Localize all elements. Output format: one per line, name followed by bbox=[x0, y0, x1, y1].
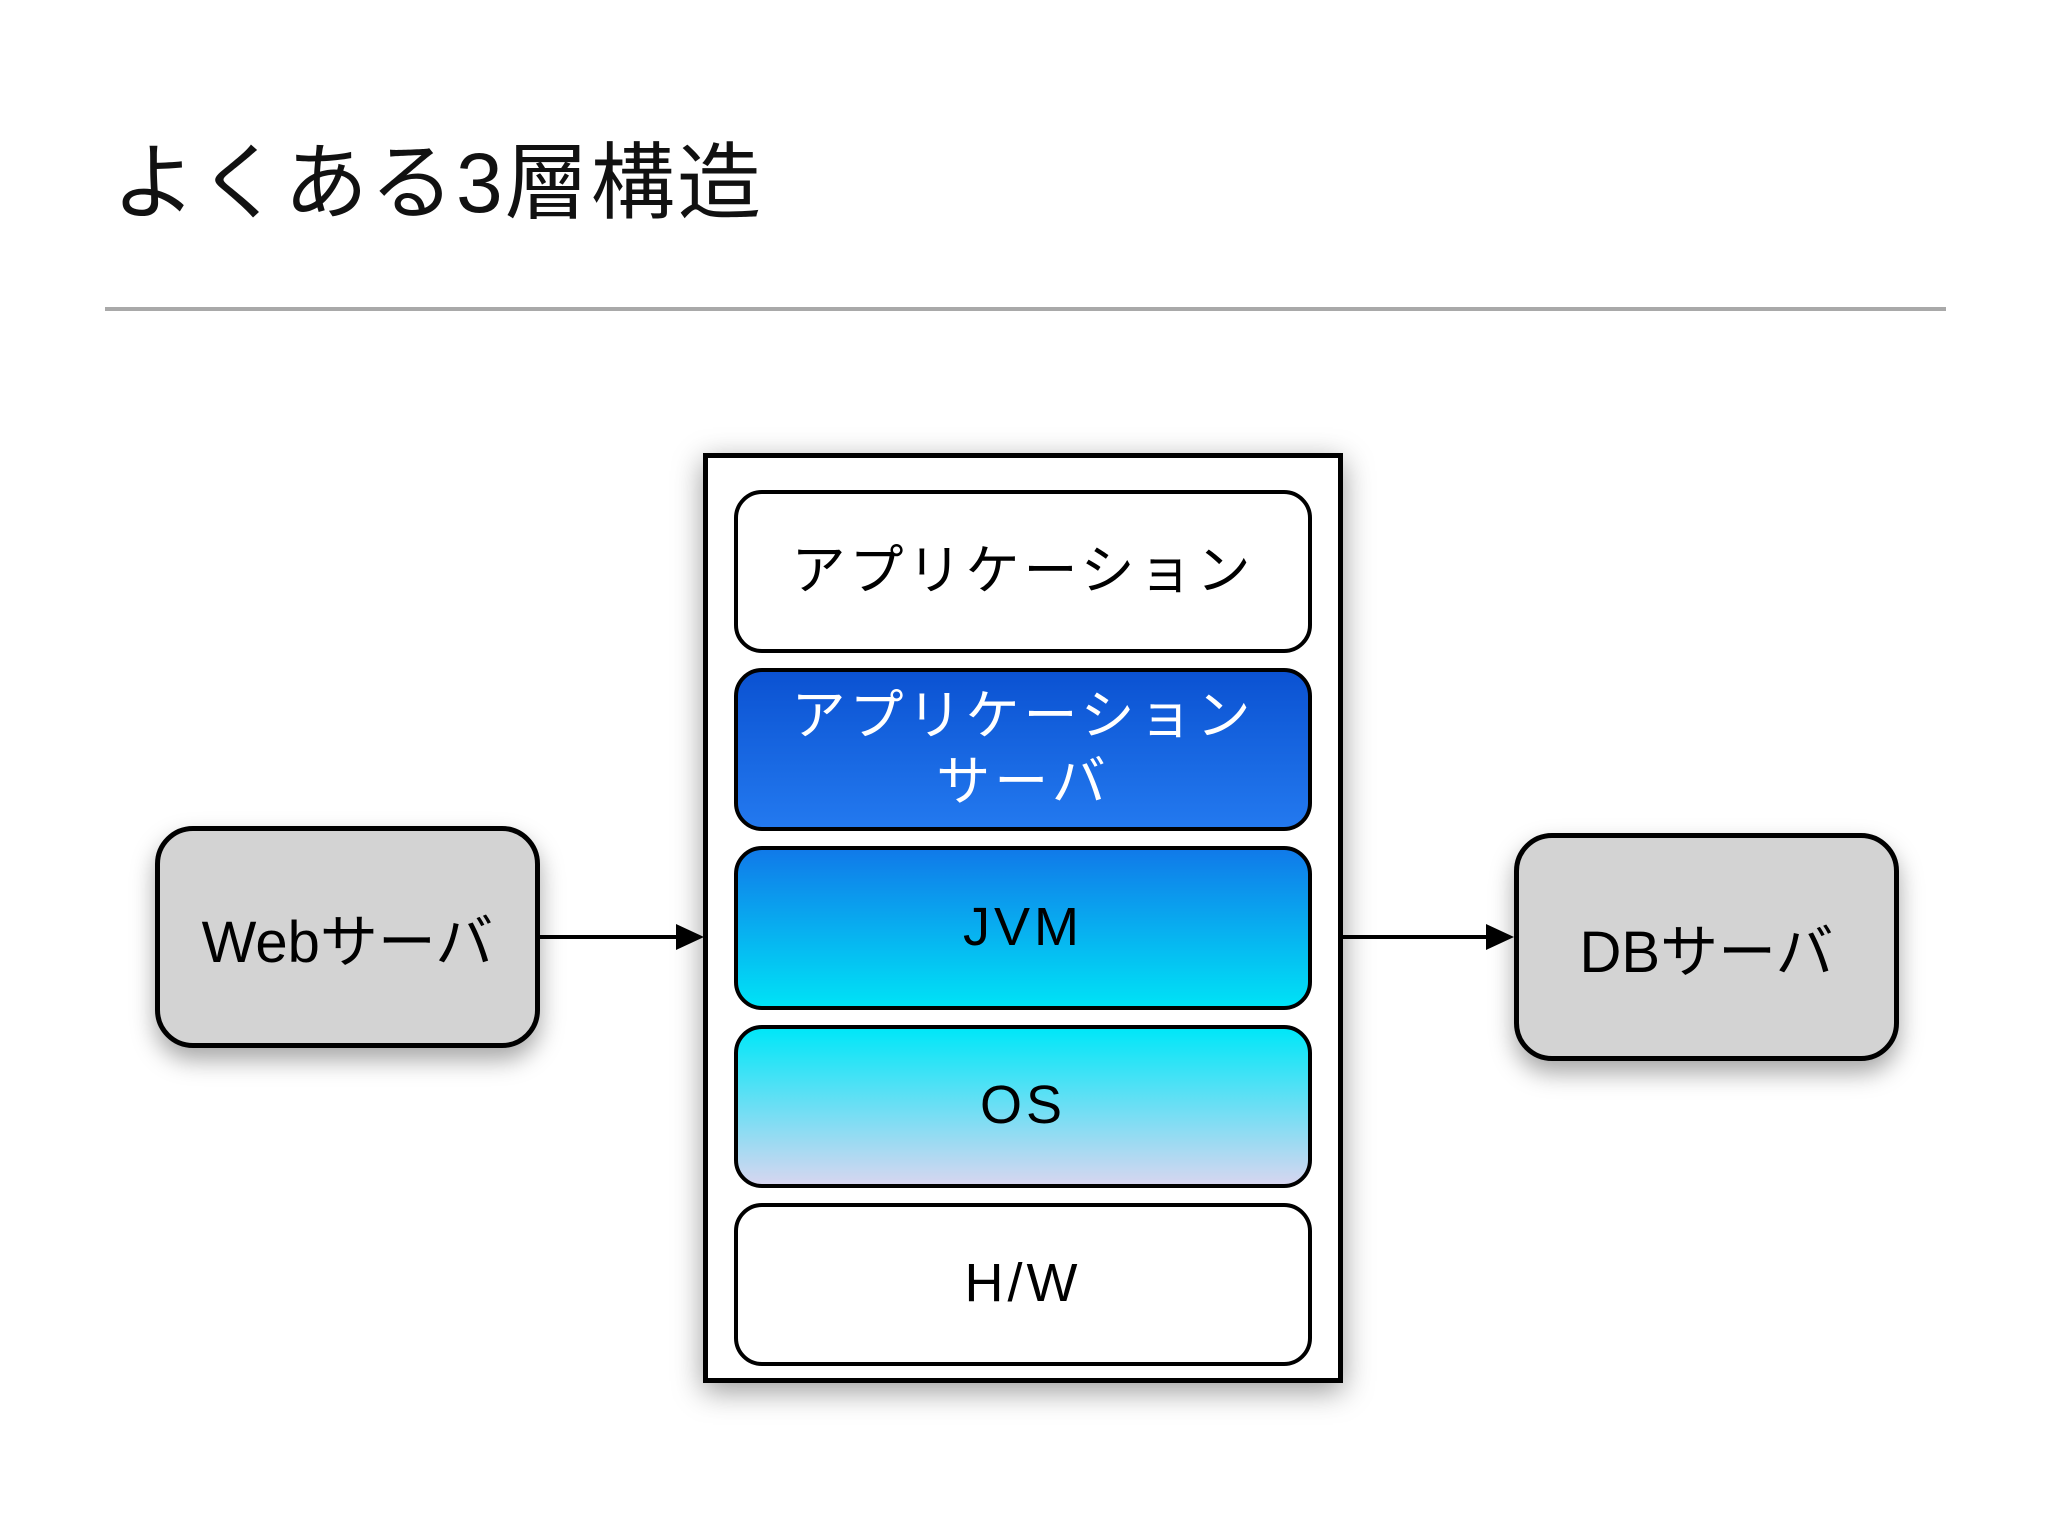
layer-hw: H/W bbox=[734, 1202, 1312, 1367]
layer-application-server-label-line1: アプリケーション bbox=[791, 685, 1255, 746]
layer-application-label: アプリケーション bbox=[791, 540, 1255, 601]
layer-jvm: JVM bbox=[734, 846, 1312, 1010]
db-server-box: DBサーバ bbox=[1514, 833, 1899, 1061]
page-title: よくある3層構造 bbox=[112, 136, 763, 230]
app-stack-container: アプリケーション アプリケーション サーバ JVM OS H/W bbox=[703, 453, 1343, 1383]
arrow-right-icon bbox=[676, 924, 704, 950]
layer-application: アプリケーション bbox=[734, 490, 1312, 654]
layer-application-server: アプリケーション サーバ bbox=[734, 668, 1312, 832]
web-server-label: Webサーバ bbox=[201, 910, 494, 975]
layer-os-label: OS bbox=[979, 1075, 1067, 1136]
arrow-shaft bbox=[540, 935, 678, 939]
layer-jvm-label: JVM bbox=[963, 897, 1083, 958]
title-divider bbox=[105, 307, 1946, 311]
layer-application-server-label-line2: サーバ bbox=[936, 751, 1110, 812]
arrow-shaft bbox=[1343, 935, 1488, 939]
arrow-right-icon bbox=[1486, 924, 1514, 950]
db-server-label: DBサーバ bbox=[1579, 920, 1834, 985]
web-server-box: Webサーバ bbox=[155, 826, 540, 1048]
layer-hw-label: H/W bbox=[964, 1253, 1082, 1314]
layer-os: OS bbox=[734, 1024, 1312, 1188]
